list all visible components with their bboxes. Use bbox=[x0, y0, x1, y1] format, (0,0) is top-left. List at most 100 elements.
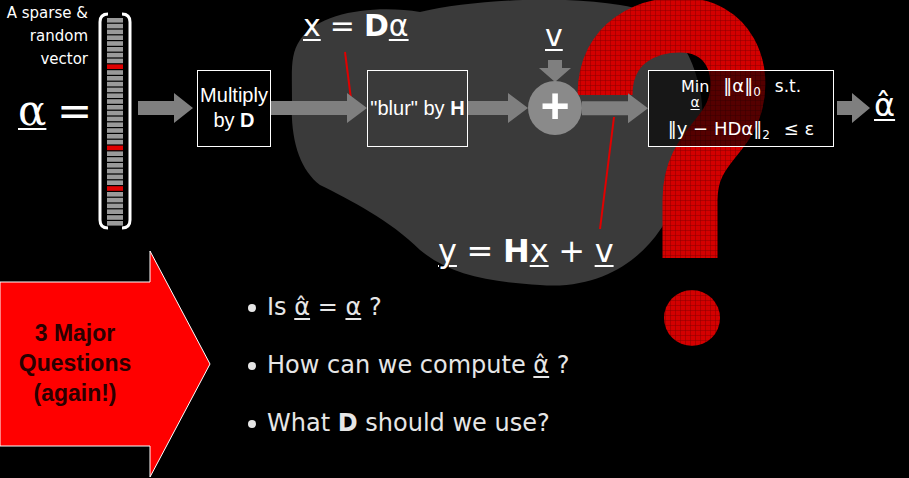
question-text: What D should we use? bbox=[267, 408, 550, 438]
vector-cell bbox=[107, 151, 123, 156]
math-label: D bbox=[364, 8, 389, 44]
math-label: x bbox=[303, 8, 321, 44]
text-run: − bbox=[693, 118, 708, 139]
output-arrow bbox=[837, 93, 870, 123]
vector-cell bbox=[107, 59, 123, 64]
text-run: H bbox=[503, 232, 530, 270]
text-run: Min bbox=[681, 77, 709, 96]
flow-arrow bbox=[468, 93, 528, 123]
text-run: D bbox=[240, 109, 254, 131]
math-label: = bbox=[467, 232, 494, 270]
text-run: by bbox=[423, 97, 444, 119]
vector-cell bbox=[107, 30, 123, 35]
text-run: α bbox=[389, 8, 409, 43]
sparse-vector bbox=[107, 18, 123, 226]
vector-cell bbox=[107, 111, 123, 116]
text-run: HDα‖ bbox=[714, 118, 762, 139]
math-text: 2 bbox=[762, 128, 770, 142]
math-label: α bbox=[18, 86, 46, 136]
text-run: ‖y bbox=[668, 118, 688, 139]
flow-arrow bbox=[582, 93, 648, 123]
text-run: & bbox=[76, 4, 88, 22]
vector-cell bbox=[107, 35, 123, 40]
text-run: + bbox=[558, 232, 585, 270]
vector-cell bbox=[107, 192, 123, 197]
text-run: sparse bbox=[22, 4, 72, 22]
label-group: How can we compute α̂ ? bbox=[267, 350, 570, 380]
math-label: = bbox=[57, 86, 92, 136]
text-run: can bbox=[327, 351, 370, 379]
bullet-dot bbox=[248, 362, 256, 370]
label-group: v bbox=[545, 18, 563, 54]
vector-cell bbox=[107, 198, 123, 203]
text-run: v bbox=[595, 232, 614, 270]
math-label: α bbox=[389, 8, 409, 44]
callout-text: 3 Major Questions (again!) bbox=[0, 319, 150, 409]
math-row: Minα ‖α‖0 s.t. bbox=[681, 75, 801, 110]
text-run: by bbox=[213, 109, 234, 131]
label-group: x=Dα bbox=[303, 8, 409, 44]
text-run: + bbox=[540, 78, 569, 134]
vector-cell bbox=[107, 82, 123, 87]
vector-cell bbox=[107, 128, 123, 133]
text-run: v bbox=[545, 18, 563, 53]
text-run: = bbox=[318, 293, 338, 321]
text-run: D bbox=[364, 8, 389, 43]
vector-cell bbox=[107, 209, 123, 214]
process-box: "blur" by H bbox=[367, 70, 468, 147]
label-group: What D should we use? bbox=[267, 408, 550, 438]
vector-cell bbox=[107, 88, 123, 93]
text-run: α̂ bbox=[874, 86, 895, 124]
math-text: s.t. bbox=[775, 76, 801, 96]
text-run: = bbox=[57, 86, 92, 135]
vector-cell bbox=[107, 215, 123, 220]
math-text: Min bbox=[681, 79, 709, 96]
text-run: Multiply bbox=[200, 84, 268, 106]
text-run: s.t. bbox=[775, 76, 801, 96]
vector-cell bbox=[107, 76, 123, 81]
text-run: should bbox=[365, 409, 445, 437]
text-run: α̂ bbox=[533, 351, 549, 379]
label-group: α̂ bbox=[874, 86, 895, 124]
callout-text-area: 3 Major Questions (again!) bbox=[0, 282, 150, 446]
vector-cell bbox=[107, 99, 123, 104]
vector-cell bbox=[107, 41, 123, 46]
node-label: "blur" by H bbox=[370, 96, 464, 121]
math-label: α̂ bbox=[874, 86, 895, 124]
math-text: ‖α‖ bbox=[723, 75, 753, 96]
question-text: Is α̂ = α ? bbox=[267, 292, 382, 322]
text-run: ≤ bbox=[784, 118, 799, 139]
math-label: v bbox=[595, 232, 614, 270]
text-run: "blur" bbox=[370, 97, 418, 119]
node-label: + bbox=[540, 81, 569, 131]
adder-circle: + bbox=[528, 81, 582, 135]
text-run: ? bbox=[369, 293, 382, 321]
text-run: we bbox=[378, 351, 412, 379]
math-label: x bbox=[530, 232, 549, 270]
text-run: 0 bbox=[753, 85, 761, 99]
vector-cell bbox=[107, 157, 123, 162]
vector-cell bbox=[107, 105, 123, 110]
text-run: random bbox=[30, 27, 88, 45]
vector-cell bbox=[107, 186, 123, 191]
vector-caption: A sparse & random vector bbox=[2, 2, 88, 71]
math-text: α bbox=[690, 95, 699, 110]
input-arrow bbox=[138, 93, 193, 123]
text-run: x bbox=[530, 232, 549, 270]
vector-cell bbox=[107, 18, 123, 23]
math-text: 0 bbox=[753, 85, 761, 99]
vector-cell bbox=[107, 53, 123, 58]
node-label: Multiply by D bbox=[200, 83, 268, 133]
math-label: H bbox=[503, 232, 530, 270]
math-row: ‖y − HDα‖2 ≤ ε bbox=[668, 118, 815, 142]
text-run: ε bbox=[805, 118, 815, 139]
text-run: (again!) bbox=[33, 380, 116, 406]
vector-cell bbox=[107, 204, 123, 209]
text-run: α bbox=[345, 293, 361, 321]
math-text: ‖y − HDα‖ bbox=[668, 118, 762, 139]
bullet-dot bbox=[248, 304, 256, 312]
leader-line bbox=[600, 117, 614, 229]
vector-bracket bbox=[100, 14, 108, 228]
text-run: A bbox=[7, 4, 17, 22]
